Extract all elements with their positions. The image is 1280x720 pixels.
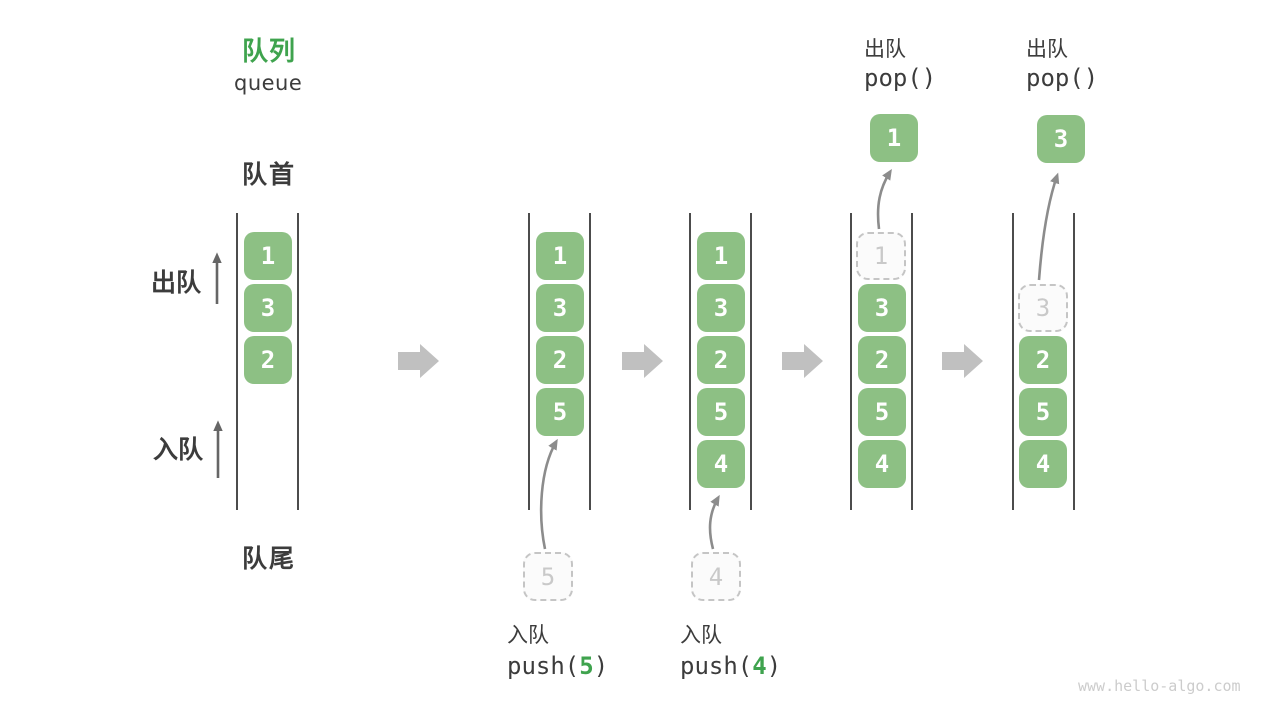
flow-arrow-icon xyxy=(942,344,983,378)
code-fn: pop() xyxy=(1026,64,1099,92)
queue-container-step1 xyxy=(236,213,299,510)
queue-item: 5 xyxy=(858,388,906,436)
enqueue-side-label: 入队 xyxy=(153,435,204,464)
queue-container-step4 xyxy=(850,213,913,510)
queue-front-label: 队首 xyxy=(242,160,297,189)
dequeue-op-label: 出队 xyxy=(864,37,906,61)
queue-item: 2 xyxy=(536,336,584,384)
queue-item: 3 xyxy=(244,284,292,332)
queue-item: 4 xyxy=(697,440,745,488)
site-watermark: www.hello-algo.com xyxy=(1078,677,1241,695)
code-fn: pop() xyxy=(864,64,937,92)
queue-item: 4 xyxy=(858,440,906,488)
queue-item: 1 xyxy=(697,232,745,280)
queue-item: 2 xyxy=(1019,336,1067,384)
queue-container-step3 xyxy=(689,213,752,510)
code-close: ) xyxy=(766,652,782,680)
code-fn: push( xyxy=(680,652,753,680)
dequeue-op-label: 出队 xyxy=(1026,37,1068,61)
queue-item: 3 xyxy=(858,284,906,332)
queue-container-step2 xyxy=(528,213,591,510)
queue-container-step5 xyxy=(1012,213,1075,510)
pending-item: 4 xyxy=(691,552,741,601)
queue-item: 5 xyxy=(1019,388,1067,436)
popped-item: 3 xyxy=(1037,115,1085,163)
enqueue-op-label: 入队 xyxy=(507,623,549,647)
dequeue-op-code: pop() xyxy=(1026,64,1098,92)
queue-item: 2 xyxy=(858,336,906,384)
diagram-title-en: queue xyxy=(234,71,303,95)
queue-item: 5 xyxy=(536,388,584,436)
flow-arrow-icon xyxy=(782,344,823,378)
enqueue-op-code: push(4) xyxy=(680,652,781,680)
code-fn: push( xyxy=(507,652,580,680)
queue-rear-label: 队尾 xyxy=(242,544,297,573)
queue-item: 4 xyxy=(1019,440,1067,488)
flow-arrow-icon xyxy=(398,344,439,378)
queue-item: 5 xyxy=(697,388,745,436)
queue-item: 1 xyxy=(536,232,584,280)
queue-item-ghost: 3 xyxy=(1018,284,1068,332)
queue-item-ghost: 1 xyxy=(856,232,906,280)
code-close: ) xyxy=(593,652,609,680)
queue-item: 3 xyxy=(697,284,745,332)
dequeue-side-label: 出队 xyxy=(151,268,202,297)
queue-item: 2 xyxy=(244,336,292,384)
diagram-title-zh: 队列 xyxy=(242,37,297,67)
dequeue-op-code: pop() xyxy=(864,64,936,92)
flow-arrow-icon xyxy=(622,344,663,378)
code-arg: 4 xyxy=(752,652,767,680)
popped-item: 1 xyxy=(870,114,918,162)
code-arg: 5 xyxy=(579,652,594,680)
queue-item: 1 xyxy=(244,232,292,280)
enqueue-op-label: 入队 xyxy=(680,623,722,647)
queue-item: 2 xyxy=(697,336,745,384)
queue-item: 3 xyxy=(536,284,584,332)
pending-item: 5 xyxy=(523,552,573,601)
enqueue-op-code: push(5) xyxy=(507,652,608,680)
